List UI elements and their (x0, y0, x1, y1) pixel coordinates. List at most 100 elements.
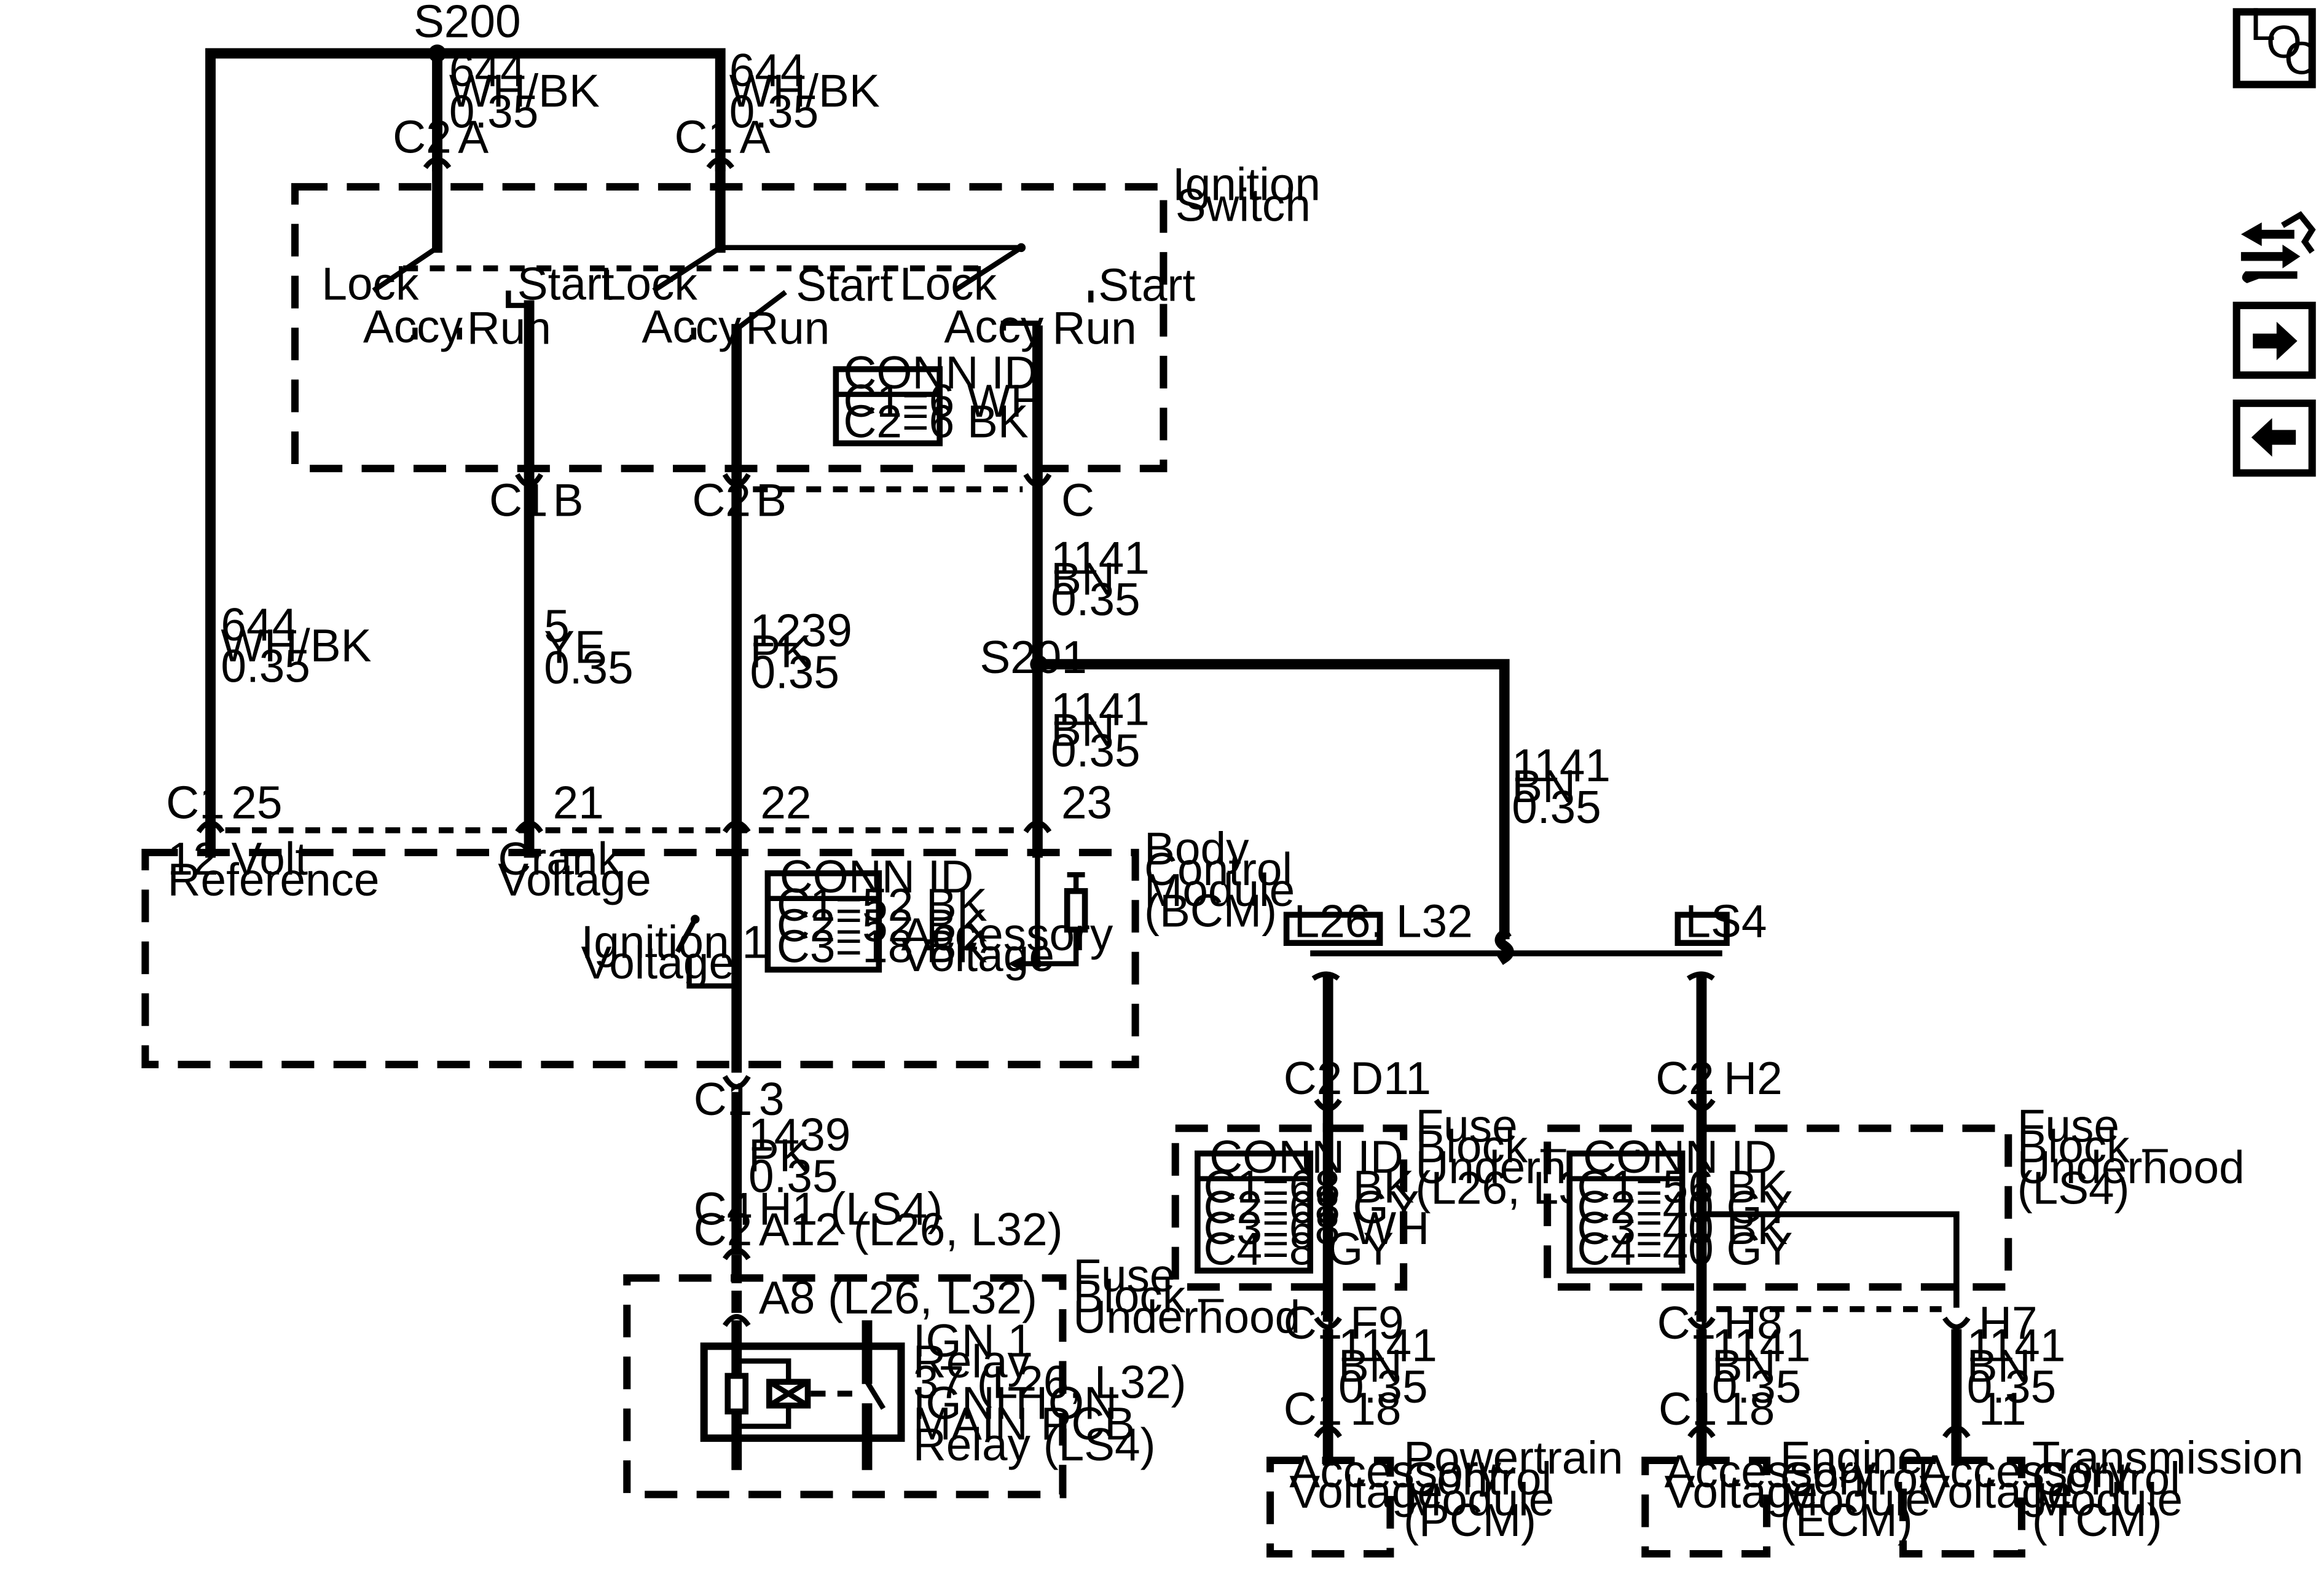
svg-text:1141: 1141 (1967, 1319, 2066, 1371)
svg-text:C1: C1 (489, 474, 548, 526)
fuse-block-l26-conn-id: CONN ID C1=68 BK C2=68 GY C3=68 WH C4=8 … (1195, 1131, 1429, 1275)
svg-text:C1: C1 (1284, 1297, 1343, 1349)
svg-text:IGNITION: IGNITION (913, 1377, 1117, 1428)
svg-text:C4: C4 (694, 1183, 753, 1234)
svg-text:23: 23 (1061, 777, 1112, 829)
svg-text:C1: C1 (1657, 1297, 1716, 1349)
svg-text:Block –: Block – (1073, 1270, 1224, 1322)
svg-text:H1 (LS4): H1 (LS4) (759, 1183, 943, 1234)
svg-text:Voltage: Voltage (1920, 1466, 2073, 1518)
wire-1141-lower-label: 1141 BN 0.35 (1051, 683, 1150, 777)
svg-text:Relay (LS4): Relay (LS4) (913, 1419, 1156, 1470)
svg-text:Underhood: Underhood (2017, 1141, 2245, 1193)
svg-text:C1: C1 (674, 111, 733, 162)
engine-control-module: C1 18 Accessory Voltage Engine Control M… (1641, 1383, 1931, 1558)
svg-text:H7: H7 (1979, 1297, 2038, 1349)
relay-fuse-block-connector: C4 C2 H1 (LS4) A12 (L26, L32) (694, 1183, 1063, 1283)
svg-text:Accessory: Accessory (1289, 1445, 1501, 1497)
svg-text:0.35: 0.35 (221, 640, 310, 692)
svg-text:Accy: Accy (363, 301, 463, 352)
connector-c2-b: C2 B (692, 473, 787, 526)
ignition-switch-conn-id: CONN ID C1=6 WH C2=6 BK (833, 347, 1044, 447)
svg-text:CONN ID: CONN ID (780, 851, 974, 902)
svg-text:C2: C2 (694, 1203, 753, 1255)
svg-text:CONN ID: CONN ID (843, 347, 1037, 398)
svg-text:0.35: 0.35 (1712, 1361, 1802, 1412)
svg-text:C1: C1 (694, 1073, 753, 1125)
svg-text:A: A (458, 111, 489, 162)
svg-text:Reference: Reference (168, 854, 380, 905)
svg-text:Accy: Accy (642, 301, 742, 352)
svg-text:37 (L26, L32): 37 (L26, L32) (913, 1357, 1187, 1408)
svg-text:Voltage: Voltage (1665, 1466, 1818, 1518)
svg-text:1141: 1141 (1338, 1319, 1437, 1371)
svg-text:CONN ID: CONN ID (1209, 1131, 1403, 1183)
svg-text:BN: BN (1338, 1340, 1402, 1392)
svg-text:Accy: Accy (944, 301, 1044, 352)
svg-text:22: 22 (760, 777, 811, 829)
svg-text:1439: 1439 (748, 1109, 850, 1160)
svg-text:(ECM): (ECM) (1780, 1494, 1913, 1546)
svg-text:Voltage: Voltage (498, 854, 651, 905)
svg-text:Body: Body (1144, 822, 1249, 874)
svg-text:1141: 1141 (1512, 739, 1611, 791)
svg-text:A: A (740, 111, 771, 162)
svg-text:BN: BN (1512, 760, 1576, 812)
svg-text:WH/BK: WH/BK (449, 65, 600, 117)
wire-1141-ecm-label: 1141 BN 0.35 (1712, 1319, 1811, 1412)
svg-text:MAIN PCB: MAIN PCB (913, 1398, 1135, 1449)
svg-text:A8 (L26, L32): A8 (L26, L32) (759, 1272, 1037, 1323)
bcm-conn-id: CONN ID C1=52 BK C2=52 BK C3=18 BK (764, 851, 987, 973)
connector-repair-icon[interactable] (2240, 211, 2316, 283)
svg-text:Voltage: Voltage (901, 929, 1054, 981)
bcm-output-connector: C1 3 (694, 1073, 785, 1255)
svg-text:C2: C2 (1284, 1052, 1343, 1104)
svg-text:C2=52 BK: C2=52 BK (777, 900, 987, 951)
wire-1239-label: 1239 PK 0.35 (750, 605, 852, 698)
svg-text:C1=6 WH: C1=6 WH (843, 375, 1043, 427)
connector-c: C (1023, 473, 1094, 526)
svg-text:C3=40 BK: C3=40 BK (1577, 1202, 1788, 1254)
svg-text:644: 644 (449, 44, 526, 96)
svg-text:L26, L32: L26, L32 (1294, 896, 1473, 947)
previous-page-button[interactable] (2232, 400, 2316, 477)
svg-text:IGN 1: IGN 1 (913, 1315, 1033, 1366)
svg-text:B: B (553, 474, 584, 526)
svg-text:Fuse: Fuse (1415, 1100, 1517, 1151)
splice-s200: S200 (205, 0, 726, 829)
svg-text:Start: Start (1098, 259, 1195, 311)
component-locator-button[interactable]: L O C (2232, 0, 2317, 89)
svg-text:1141: 1141 (1051, 532, 1150, 584)
svg-text:Powertrain: Powertrain (1403, 1432, 1623, 1484)
wire-644-top-left-label: 644 WH/BK 0.35 (449, 44, 600, 138)
relay-fuse-block: Fuse Block – Underhood A8 (L26, L32) IGN… (623, 1250, 1300, 1498)
svg-text:1141: 1141 (1712, 1319, 1811, 1371)
svg-text:C2: C2 (1655, 1052, 1714, 1104)
svg-text:21: 21 (553, 777, 604, 829)
svg-text:Engine: Engine (1780, 1432, 1923, 1484)
svg-text:644: 644 (729, 44, 806, 96)
svg-text:25: 25 (231, 777, 282, 829)
svg-text:C1=68 BK: C1=68 BK (1204, 1160, 1415, 1212)
svg-text:0.35: 0.35 (748, 1150, 838, 1202)
svg-text:Control: Control (1144, 843, 1292, 895)
svg-text:0.35: 0.35 (1512, 781, 1601, 833)
wire-1141-branch-label: 1141 BN 0.35 (1512, 739, 1611, 833)
svg-text:Voltage: Voltage (581, 937, 734, 988)
connector-c2-a: C2 A (393, 111, 489, 253)
svg-text:Crank: Crank (498, 833, 621, 884)
svg-text:C1: C1 (166, 777, 225, 829)
svg-text:0.35: 0.35 (729, 85, 819, 137)
switch-section-3: Lock Accy Run Start (900, 258, 1195, 353)
svg-text:Control: Control (2032, 1453, 2180, 1505)
svg-text:Run: Run (1053, 302, 1137, 354)
next-page-button[interactable] (2232, 301, 2316, 379)
svg-text:Lock: Lock (321, 258, 419, 309)
connector-c1-b: C1 B (489, 473, 584, 526)
svg-text:BN: BN (1051, 704, 1115, 755)
svg-text:12 Volt: 12 Volt (168, 833, 308, 884)
svg-text:Switch: Switch (1176, 179, 1311, 230)
locator-letter-l: L (2250, 0, 2275, 50)
svg-text:Accessory: Accessory (1665, 1445, 1877, 1497)
svg-text:C3=18 BK: C3=18 BK (777, 921, 987, 972)
